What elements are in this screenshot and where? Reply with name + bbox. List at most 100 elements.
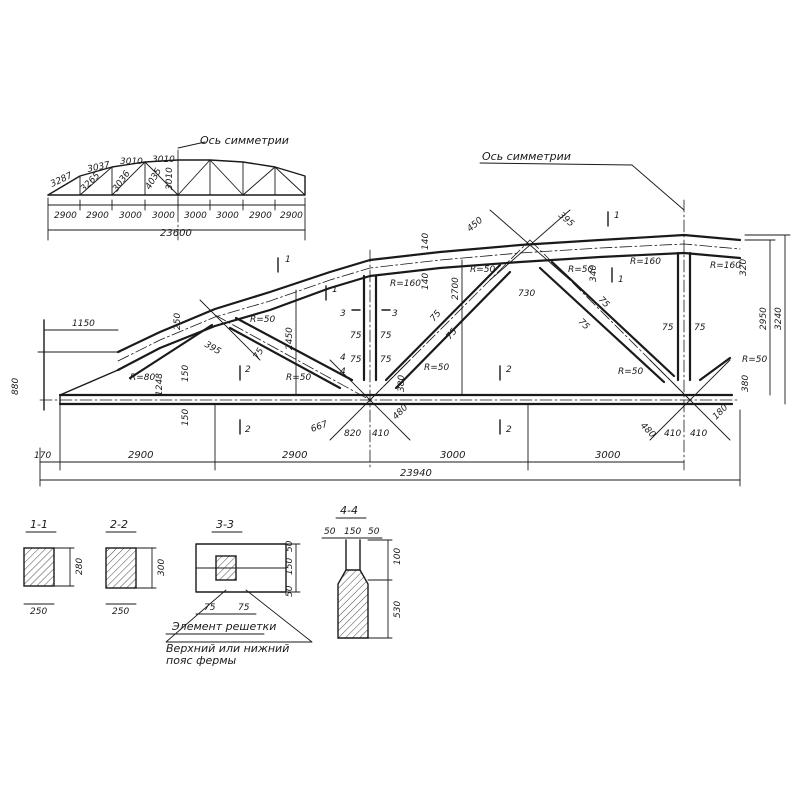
width-5: 75: [662, 323, 674, 333]
width-3: 75: [350, 355, 362, 365]
width-9: 75: [576, 317, 591, 332]
key-d-1: 3265: [79, 171, 102, 194]
section-3-right: 75: [238, 603, 250, 613]
section-4-top-2: 150: [344, 527, 361, 537]
key-h-3: 3010: [120, 157, 143, 167]
section-4-4: 4-4 50 150 50 100 530: [321, 504, 403, 639]
key-panel-7: 2900: [249, 211, 272, 221]
node-dim-730: 730: [518, 289, 535, 299]
section-1-1: 1-1 280 250: [23, 518, 85, 617]
radius-3: R=50: [286, 373, 312, 383]
section-1-height: 280: [75, 558, 85, 575]
panel-2: 2900: [282, 450, 307, 461]
radius-6: R=50: [470, 265, 496, 275]
section-2-width: 250: [112, 607, 129, 617]
cut-3a: 3: [340, 309, 346, 319]
note-chord-2: пояс фермы: [166, 654, 237, 667]
node-dim-150a: 150: [181, 365, 191, 382]
key-panel-3: 3000: [119, 211, 142, 221]
node-dim-410c: 410: [690, 429, 707, 439]
cut-1c: 1: [614, 211, 620, 221]
key-panel-2: 2900: [86, 211, 109, 221]
section-2-2: 2-2 300 250: [105, 518, 167, 617]
node-dim-180: 180: [711, 403, 730, 422]
section-2-height: 300: [157, 559, 167, 576]
radius-5: R=50: [424, 363, 450, 373]
width-4: 75: [380, 355, 392, 365]
node-dim-150b: 150: [181, 409, 191, 426]
node-dim-140b: 140: [421, 273, 431, 290]
node-dim-820: 820: [344, 429, 361, 439]
key-panel-4: 3000: [152, 211, 175, 221]
key-panel-1: 2900: [54, 211, 77, 221]
node-dim-395a: 395: [556, 211, 576, 230]
node-dim-450: 450: [466, 215, 486, 234]
section-3-top: 50: [285, 540, 295, 552]
node-dim-667: 667: [310, 419, 330, 434]
end-height: 880: [11, 378, 21, 395]
section-3-left: 75: [204, 603, 216, 613]
radius-2: R=50: [250, 315, 276, 325]
cut-2c: 2: [506, 365, 512, 375]
node-dim-380b: 380: [741, 375, 751, 392]
key-axis-label: Ось симметрии: [200, 134, 289, 147]
main-truss: Ось симметрии: [11, 150, 791, 487]
section-2-title: 2-2: [110, 518, 128, 531]
overall-span: 23940: [400, 468, 432, 479]
node-dim-410a: 410: [372, 429, 389, 439]
cut-1b: 1: [332, 285, 338, 295]
section-3-title: 3-3: [216, 518, 234, 531]
section-3-mid: 150: [285, 558, 295, 575]
radius-8: R=160: [630, 257, 661, 267]
truss-axis-label: Ось симметрии: [482, 150, 571, 163]
section-4-h1: 100: [393, 548, 403, 565]
panel-3: 3000: [440, 450, 465, 461]
cut-2a: 2: [245, 365, 251, 375]
radius-7: R=50: [568, 265, 594, 275]
width-7: 75: [429, 309, 444, 324]
node-dim-480a: 480: [391, 403, 410, 422]
end-offset: 170: [34, 451, 51, 461]
radius-1: R=80: [130, 373, 156, 383]
radius-4: R=160: [390, 279, 421, 289]
key-h-2: 3037: [87, 160, 112, 175]
section-4-title: 4-4: [340, 504, 358, 517]
key-total-span: 23600: [160, 228, 192, 239]
key-diagram: Ось симметрии 3287 3037 3010 3010 3265 3…: [47, 134, 306, 241]
node-dim-140a: 140: [421, 233, 431, 250]
cut-2b: 2: [245, 425, 251, 435]
cut-4a: 4: [340, 353, 346, 363]
height-post: 2450: [285, 327, 295, 350]
height-mid: 2700: [451, 277, 461, 300]
section-4-top-1: 50: [324, 527, 336, 537]
width-1: 75: [350, 331, 362, 341]
node-dim-340: 340: [589, 265, 599, 282]
width-8: 75: [445, 327, 460, 342]
width-6: 75: [694, 323, 706, 333]
height-axis: 2950: [759, 307, 769, 330]
section-3-bottom: 50: [285, 585, 295, 597]
cut-1d: 1: [618, 275, 624, 285]
node-dim-250: 250: [173, 313, 183, 330]
radius-11: R=50: [742, 355, 768, 365]
width-2: 75: [380, 331, 392, 341]
key-d-4: 3010: [165, 167, 175, 190]
end-projection: 1150: [72, 319, 95, 329]
cut-3b: 3: [392, 309, 398, 319]
section-1-title: 1-1: [30, 518, 48, 531]
node-dim-320: 320: [739, 259, 749, 276]
key-panel-6: 3000: [216, 211, 239, 221]
key-panel-8: 2900: [280, 211, 303, 221]
node-dim-410b: 410: [664, 429, 681, 439]
height-total: 3240: [774, 307, 784, 330]
node-dim-480b: 480: [638, 421, 657, 440]
note-chord-1: Верхний или нижний: [166, 642, 289, 655]
panel-1: 2900: [128, 450, 153, 461]
key-d-2: 3036: [111, 169, 132, 194]
cut-2d: 2: [506, 425, 512, 435]
section-3-3: 3-3 50 150 50 75 75 Элемент решетки Верх…: [165, 518, 313, 667]
key-d-3: 4035: [144, 166, 164, 191]
width-11: 75: [252, 346, 267, 361]
node-dim-395b: 395: [203, 340, 223, 357]
